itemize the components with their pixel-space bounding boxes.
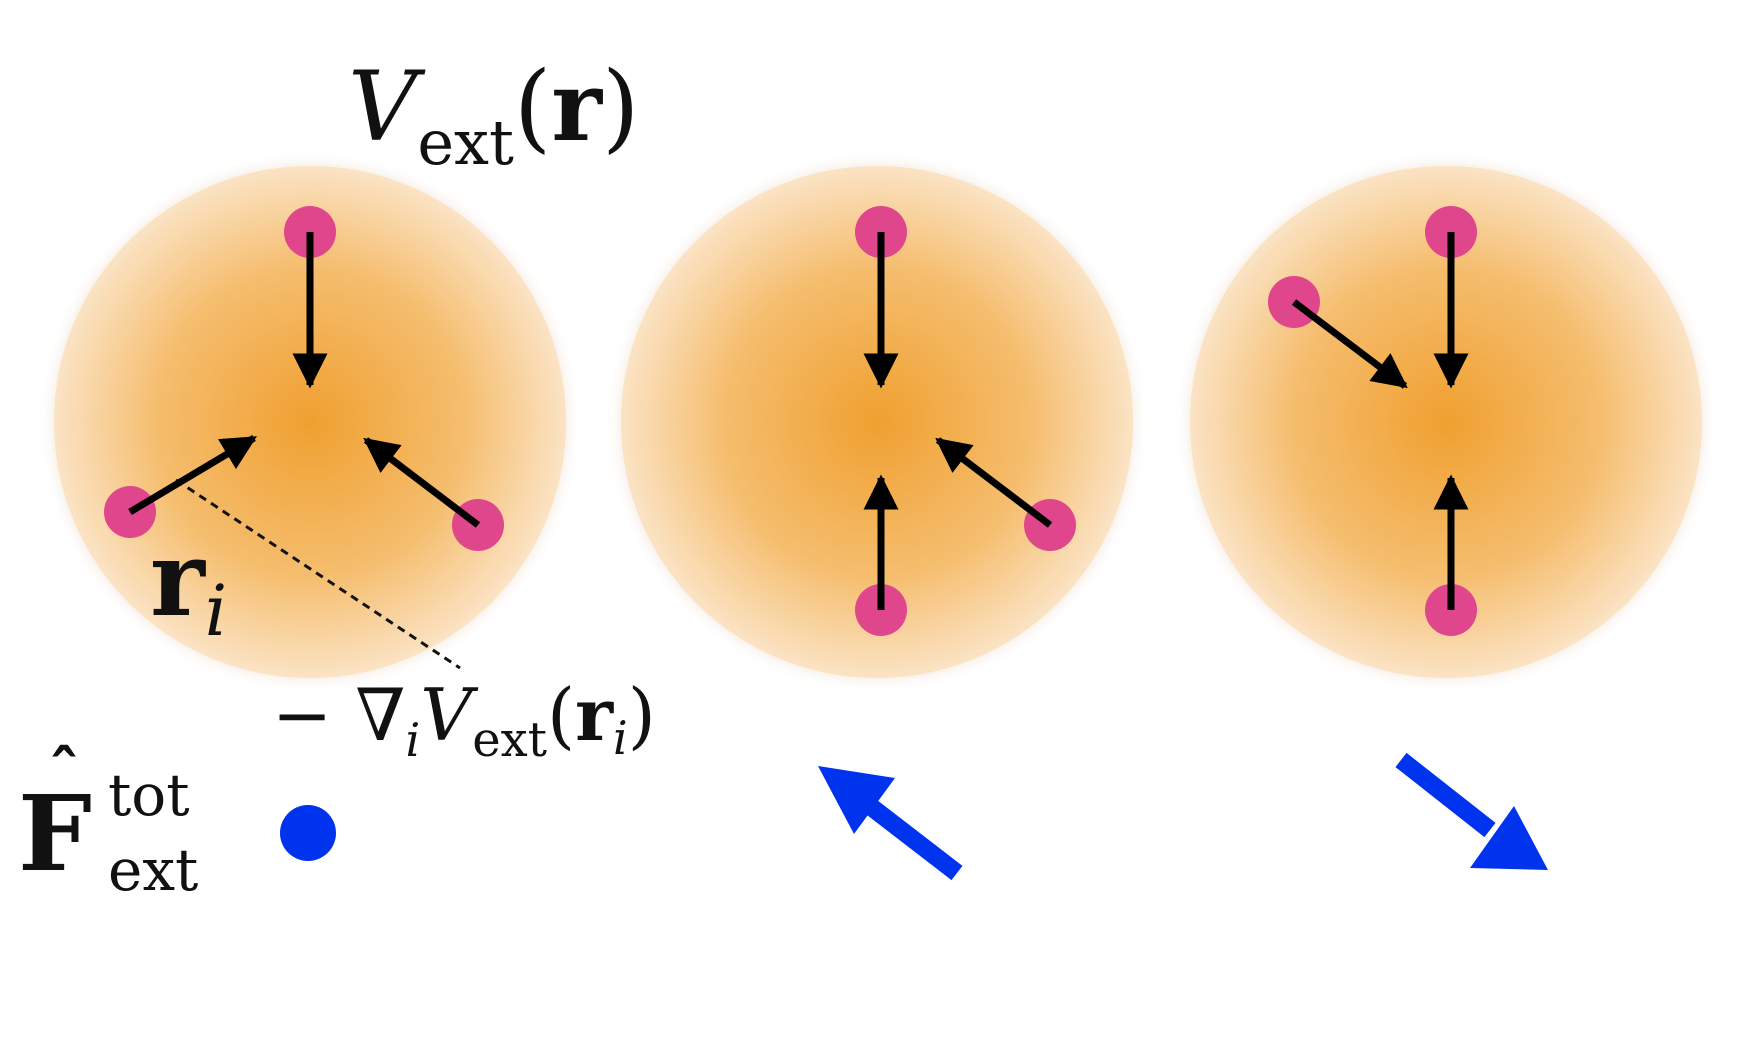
panel-2	[619, 164, 1135, 881]
superscript-tot: tot	[108, 761, 190, 829]
particle-left	[104, 434, 258, 538]
particle-bottom	[855, 474, 907, 636]
total-force-shaft	[864, 798, 963, 881]
force-arrow	[128, 434, 258, 516]
particle-top	[855, 206, 907, 389]
total-force-zero-dot	[280, 805, 336, 861]
potential-well	[54, 166, 566, 678]
potential-label: Vext(r)	[348, 50, 639, 179]
force-arrow	[363, 437, 481, 528]
panel-1	[52, 164, 568, 680]
total-force-shaft	[1395, 752, 1496, 838]
potential-well	[621, 166, 1133, 678]
hat: ˆ	[48, 737, 80, 812]
particle-bottom	[1425, 474, 1477, 636]
position-label: ri	[150, 517, 227, 652]
force-label: − ∇iVext(ri)	[272, 672, 656, 768]
particle-upper-left	[1268, 276, 1408, 389]
total-force-label: ˆ F tot ext	[18, 737, 198, 904]
particle-top	[284, 206, 336, 389]
total-force-arrow	[818, 766, 963, 881]
panel-3	[1188, 164, 1704, 870]
total-force-head	[818, 766, 895, 834]
total-force-head	[1470, 806, 1548, 870]
subscript-ext: ext	[108, 836, 198, 904]
particle-top	[1425, 206, 1477, 389]
force-symbol: F	[18, 772, 92, 895]
force-arrow	[935, 437, 1053, 528]
force-arrow	[1291, 299, 1408, 389]
particle-right	[363, 437, 504, 551]
leader-line	[175, 478, 461, 670]
total-force-arrow	[1395, 752, 1548, 870]
particle-right	[935, 437, 1076, 551]
